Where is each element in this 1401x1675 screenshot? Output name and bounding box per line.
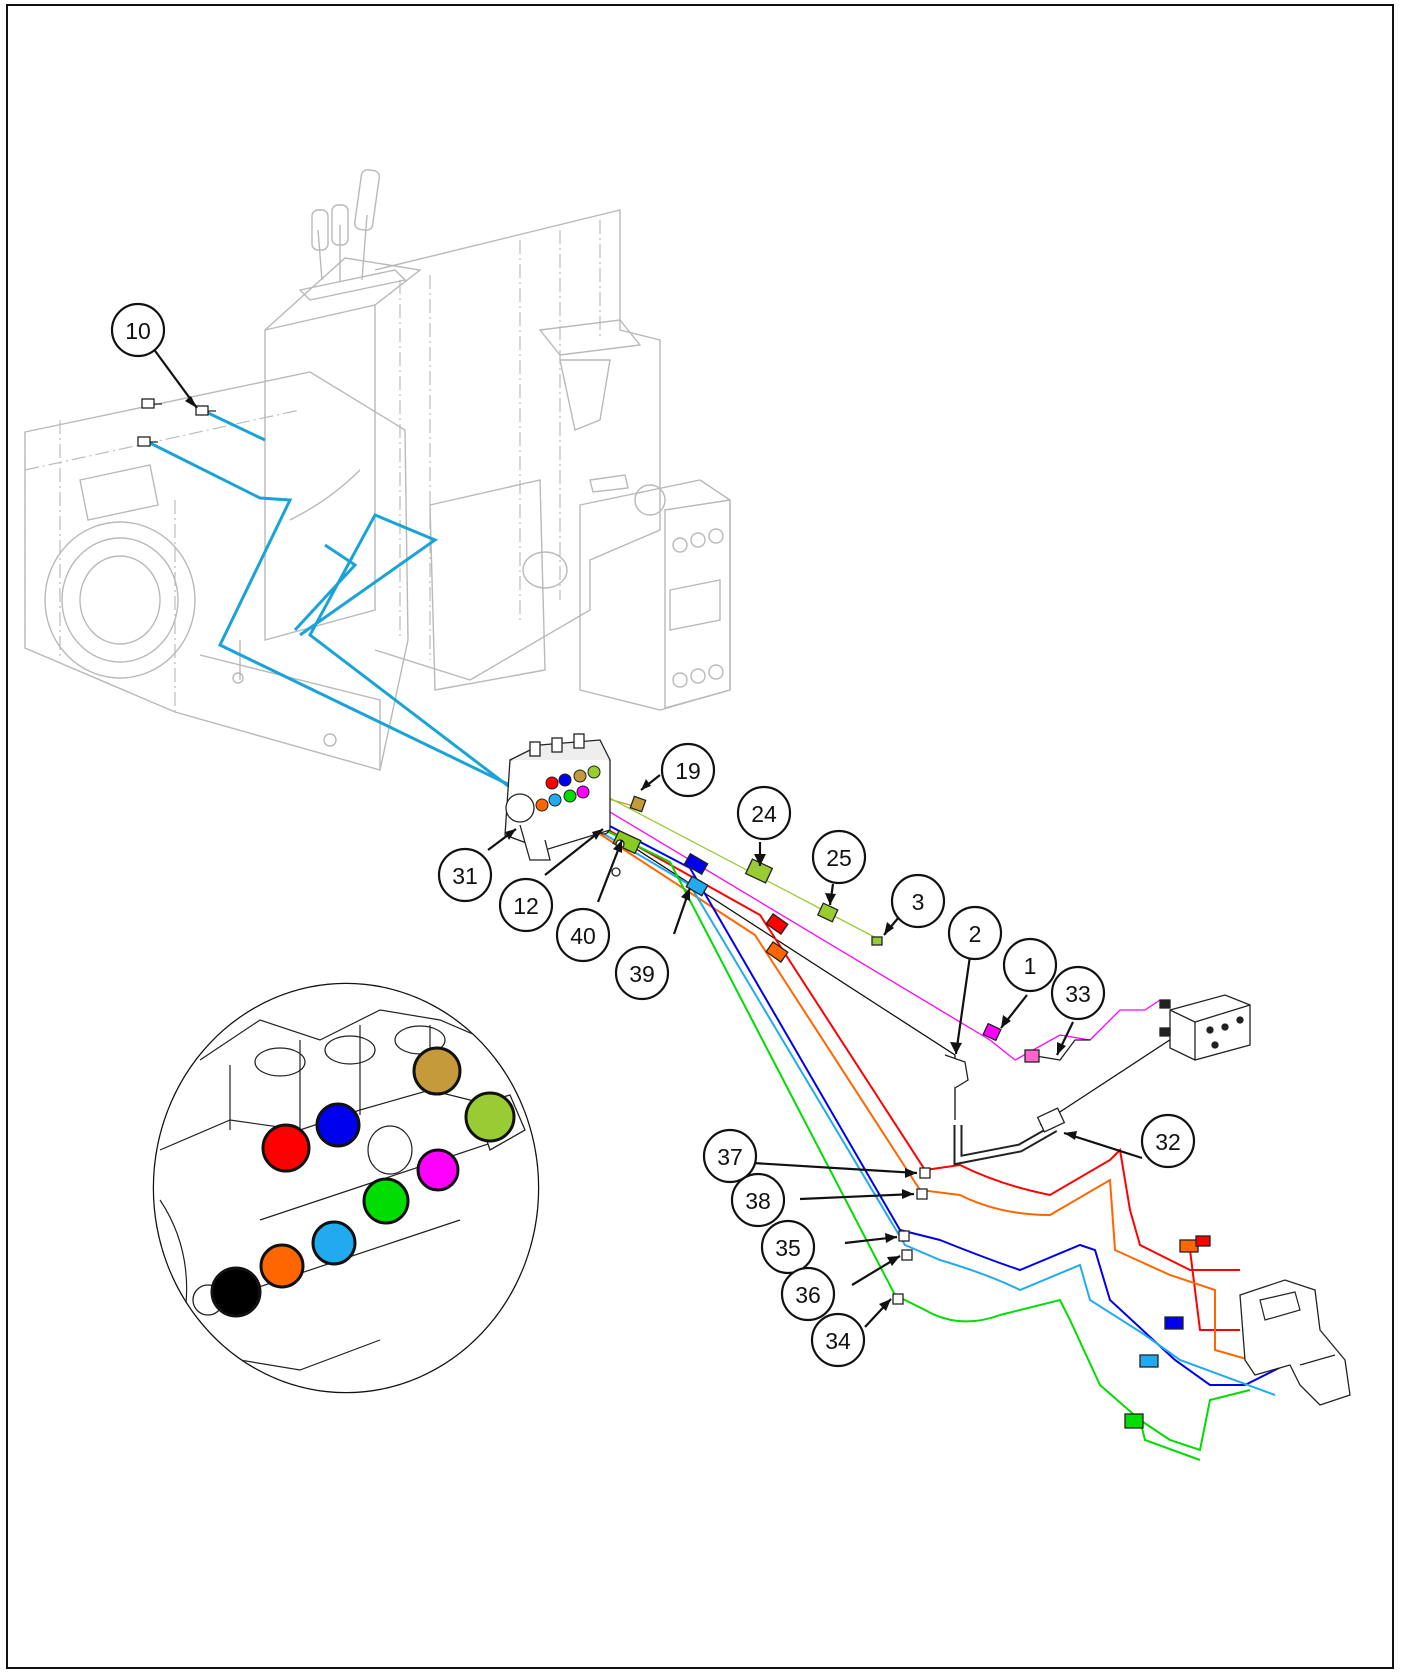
port-cyan bbox=[311, 1220, 357, 1266]
svg-text:3: 3 bbox=[912, 889, 925, 915]
fitting-24 bbox=[744, 858, 774, 884]
port-green bbox=[362, 1177, 410, 1225]
bolt-10-a bbox=[141, 398, 162, 409]
fitting-34 bbox=[892, 1293, 904, 1305]
callout-25: 25 bbox=[811, 829, 867, 885]
callout-34: 34 bbox=[810, 1312, 866, 1368]
callout-24: 24 bbox=[736, 785, 792, 841]
fitting-38 bbox=[916, 1188, 928, 1200]
fitting-33 bbox=[1029, 1039, 1090, 1061]
svg-text:39: 39 bbox=[629, 961, 655, 987]
svg-text:1: 1 bbox=[1024, 953, 1037, 979]
port-magenta bbox=[416, 1148, 460, 1192]
machine-frame bbox=[24, 169, 731, 771]
svg-text:10: 10 bbox=[125, 318, 151, 344]
hoses bbox=[544, 789, 1286, 1461]
fitting-3 bbox=[871, 936, 883, 946]
bolt-10-b bbox=[195, 405, 216, 416]
port-yellow-green bbox=[464, 1091, 516, 1143]
fitting-39 bbox=[685, 875, 709, 897]
fitting-40 bbox=[612, 829, 642, 855]
port-orange bbox=[259, 1243, 305, 1289]
callout-1: 1 bbox=[1002, 937, 1058, 993]
inset-detail bbox=[152, 982, 540, 1394]
fitting-33-nut bbox=[1024, 1049, 1040, 1063]
svg-text:25: 25 bbox=[826, 845, 852, 871]
callout-40: 40 bbox=[555, 907, 611, 963]
bolt-10-c bbox=[137, 436, 158, 447]
callout-10: 10 bbox=[110, 302, 166, 358]
svg-text:38: 38 bbox=[745, 1188, 771, 1214]
callout-32: 32 bbox=[1140, 1113, 1196, 1169]
fitting-37 bbox=[919, 1167, 931, 1179]
fitting-19 bbox=[629, 795, 647, 813]
svg-text:12: 12 bbox=[513, 893, 539, 919]
fitting-25 bbox=[816, 902, 839, 923]
callout-19: 19 bbox=[660, 742, 716, 798]
elbow-2 bbox=[944, 1054, 969, 1089]
bolt-leader-lines bbox=[147, 410, 521, 797]
callout-31: 31 bbox=[437, 847, 493, 903]
fitting-orange-a bbox=[765, 941, 789, 963]
drawing-frame bbox=[6, 4, 1394, 1669]
fitting-1 bbox=[982, 1022, 1002, 1042]
svg-text:40: 40 bbox=[570, 923, 596, 949]
fitting-red-a bbox=[765, 913, 789, 935]
fitting-blue-a bbox=[683, 852, 709, 876]
callout-33: 33 bbox=[1050, 965, 1106, 1021]
svg-text:2: 2 bbox=[969, 921, 982, 947]
svg-text:34: 34 bbox=[825, 1328, 851, 1354]
callout-3: 3 bbox=[890, 873, 946, 929]
callout-leaders bbox=[149, 343, 1143, 1328]
svg-text:36: 36 bbox=[795, 1282, 821, 1308]
svg-text:31: 31 bbox=[452, 863, 478, 889]
callout-39: 39 bbox=[614, 945, 670, 1001]
port-black bbox=[210, 1266, 262, 1318]
callout-37: 37 bbox=[702, 1128, 758, 1184]
port-blue bbox=[315, 1102, 361, 1148]
svg-text:19: 19 bbox=[675, 758, 701, 784]
callout-12: 12 bbox=[498, 877, 554, 933]
fittings bbox=[598, 795, 1211, 1429]
svg-text:32: 32 bbox=[1155, 1129, 1181, 1155]
svg-text:33: 33 bbox=[1065, 981, 1091, 1007]
callout-35: 35 bbox=[760, 1219, 816, 1275]
callout-36: 36 bbox=[780, 1266, 836, 1322]
pedal-bracket bbox=[1239, 1279, 1351, 1406]
bolts bbox=[137, 398, 216, 447]
callout-2: 2 bbox=[947, 905, 1003, 961]
svg-text:35: 35 bbox=[775, 1235, 801, 1261]
fitting-35 bbox=[898, 1230, 910, 1242]
svg-text:24: 24 bbox=[751, 801, 777, 827]
svg-text:37: 37 bbox=[717, 1144, 743, 1170]
callout-38: 38 bbox=[730, 1172, 786, 1228]
control-valve-31 bbox=[504, 733, 611, 861]
fitting-36 bbox=[901, 1249, 913, 1261]
port-red bbox=[261, 1123, 311, 1173]
right-valve-block bbox=[1159, 994, 1251, 1061]
port-tan bbox=[412, 1046, 462, 1096]
